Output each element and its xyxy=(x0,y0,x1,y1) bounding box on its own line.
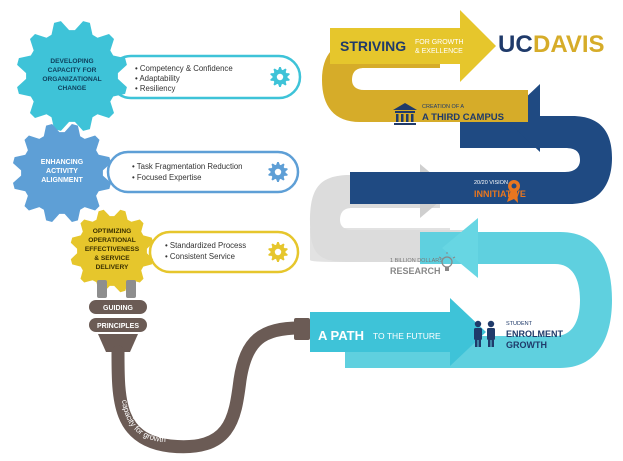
lightbulb-icon xyxy=(438,252,456,271)
gear-1-title-line: CAPACITY FOR xyxy=(48,67,97,74)
gear-3-bullet: • Consistent Service xyxy=(165,252,235,261)
gear-3-title-line: OPTIMIZING xyxy=(93,228,131,235)
award-icon xyxy=(507,180,520,203)
path-heading: A PATH xyxy=(318,328,364,343)
small-gear-2-icon-hub xyxy=(274,168,282,176)
plug-prong-icon xyxy=(97,280,136,298)
research-heading: RESEARCH xyxy=(390,266,441,276)
small-gear-1-icon-hub xyxy=(276,73,284,81)
students-icon xyxy=(474,320,495,347)
campus-heading: A THIRD CAMPUS xyxy=(422,112,504,123)
plug-label-guiding: GUIDING xyxy=(89,300,147,314)
striving-heading: STRIVING xyxy=(340,38,406,54)
striving-sub-1: FOR GROWTH xyxy=(415,39,464,46)
campus-small-text: CREATION OF A xyxy=(422,104,464,110)
gear-3-shape xyxy=(70,209,154,293)
gear-1-shape xyxy=(17,21,127,131)
gear-3-icon xyxy=(70,209,154,293)
ucdavis-logo: UC DAVIS xyxy=(498,31,605,58)
cable-connector xyxy=(294,318,310,340)
gear-1-title-line: ORGANIZATIONAL xyxy=(42,76,101,83)
small-gear-3-icon-hub xyxy=(274,248,282,256)
gear-2-title-line: ALIGNMENT xyxy=(41,177,83,184)
plug-label-principles: PRINCIPLES xyxy=(89,318,147,332)
vision-heading: INNITIATIVE xyxy=(474,189,526,199)
gear-1-icon xyxy=(17,21,127,131)
enrolment-heading: ENROLMENT xyxy=(506,329,563,339)
enrolment-small-text: STUDENT xyxy=(506,321,533,327)
logo-davis-text: DAVIS xyxy=(533,31,605,58)
vision-small-text: 20/20 VISION xyxy=(474,180,508,186)
road-segment-striving xyxy=(330,10,496,82)
gear-2-small-gear-icon xyxy=(268,162,288,182)
plug-label-guiding-text: GUIDING xyxy=(103,305,134,312)
cable-caption: capacity for growth xyxy=(120,399,166,444)
gear-2-shape xyxy=(13,124,111,222)
gear-3-title-line: & SERVICE xyxy=(94,255,130,262)
plug-label-principles-text: PRINCIPLES xyxy=(97,323,139,330)
gear-1-title-line: DEVELOPING xyxy=(50,58,93,65)
plug-neck xyxy=(98,334,138,352)
gear-3-bullet: • Standardized Process xyxy=(165,241,246,250)
gear-1-title-line: CHANGE xyxy=(58,85,87,92)
gear-3-title-line: OPERATIONAL xyxy=(88,237,136,244)
gear-1-bullet: • Resiliency xyxy=(135,84,176,93)
gear-2-bullet: • Focused Expertise xyxy=(132,173,201,182)
gear-1-small-gear-icon xyxy=(270,67,290,87)
road-segment-path-to-future xyxy=(310,298,486,366)
gear-2-title-line: ACTIVITY xyxy=(46,168,78,175)
research-small-text: 1 BILLION DOLLARS xyxy=(390,258,443,264)
building-icon xyxy=(393,103,417,125)
gear-3-title-line: EFFECTIVENESS xyxy=(85,246,140,253)
gear-2-icon xyxy=(13,124,111,222)
enrolment-heading-2: GROWTH xyxy=(506,340,547,350)
striving-sub-2: & EXELLENCE xyxy=(415,48,463,55)
gear-3-capsule xyxy=(148,230,300,274)
logo-uc-text: UC xyxy=(498,31,533,58)
power-cable xyxy=(111,321,307,454)
gear-2-capsule xyxy=(106,150,300,194)
gear-1-bullet: • Competency & Confidence xyxy=(135,64,233,73)
gear-1-bullet: • Adaptability xyxy=(135,74,180,83)
gear-2-title-line: ENHANCING xyxy=(41,159,84,166)
gear-3-small-gear-icon xyxy=(268,242,288,262)
gear-2-bullet: • Task Fragmentation Reduction xyxy=(132,162,243,171)
gear-3-title-line: DELIVERY xyxy=(96,264,129,271)
path-subheading: TO THE FUTURE xyxy=(373,331,441,341)
